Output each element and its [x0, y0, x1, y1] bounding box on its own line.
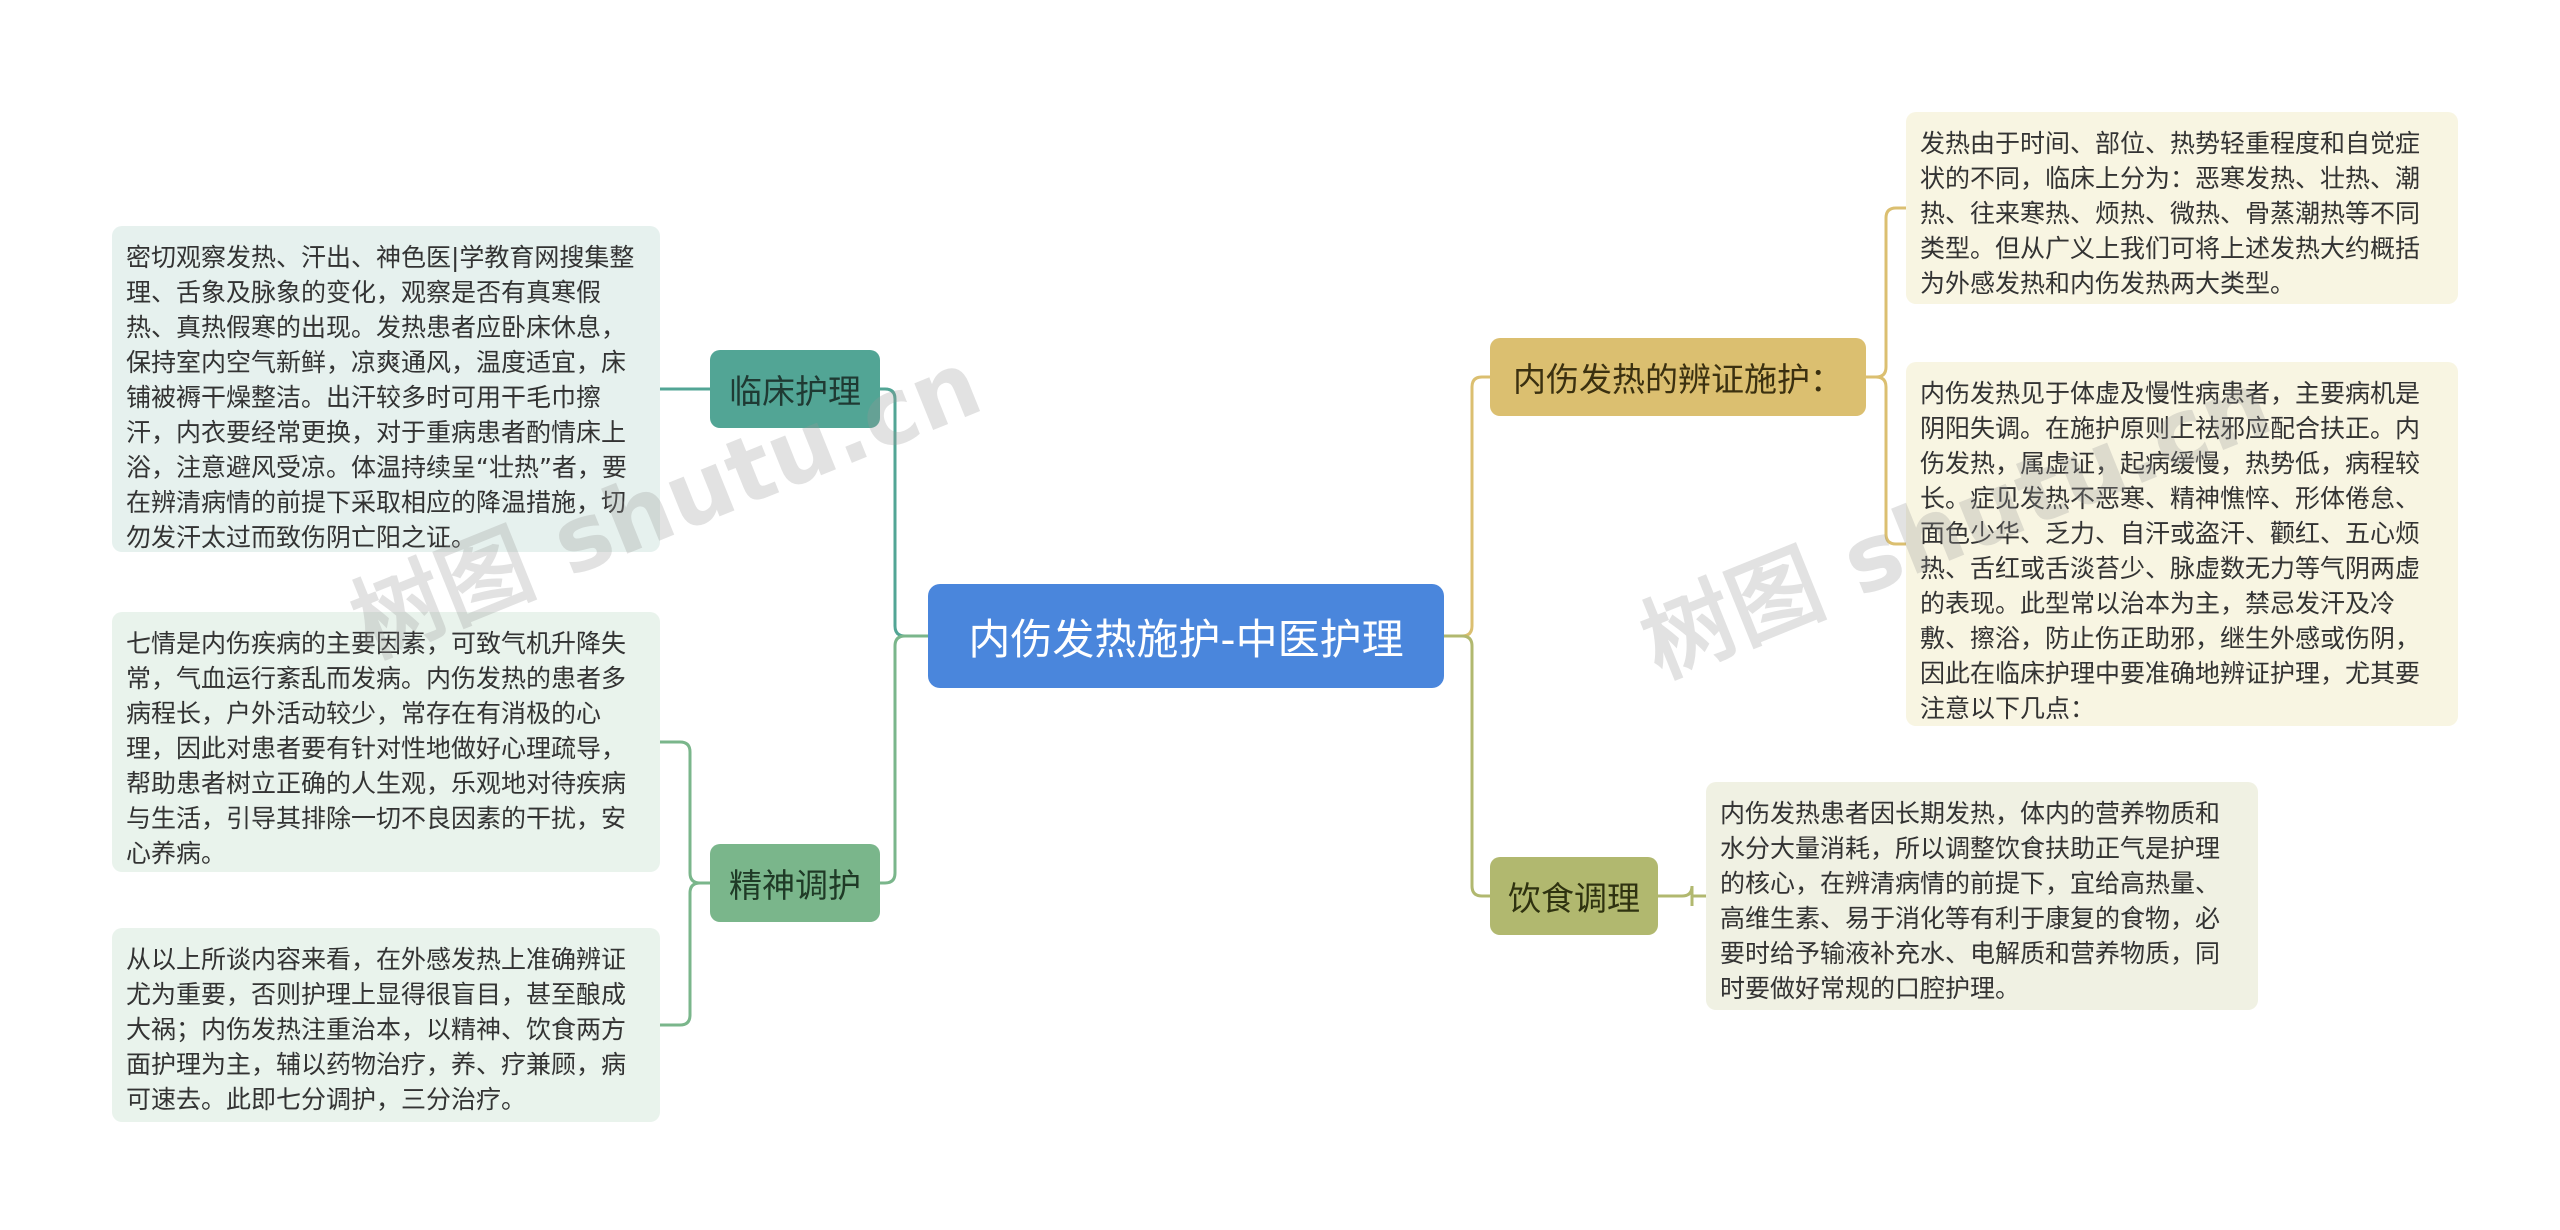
- note-jingshen-2[interactable]: 从以上所谈内容来看，在外感发热上准确辨证尤为重要，否则护理上显得很盲目，甚至酿成…: [112, 928, 660, 1122]
- connector-bianzheng-note2: [1866, 375, 1906, 546]
- note-bianzheng-1[interactable]: 发热由于时间、部位、热势轻重程度和自觉症状的不同，临床上分为：恶寒发热、壮热、潮…: [1906, 112, 2458, 304]
- branch-label: 临床护理: [729, 372, 861, 411]
- note-jingshen-1[interactable]: 七情是内伤疾病的主要因素，可致气机升降失常，气血运行紊乱而发病。内伤发热的患者多…: [112, 612, 660, 872]
- connector-root-yinshi: [1444, 634, 1490, 898]
- branch-label: 精神调护: [729, 866, 861, 905]
- connector-jingshen-note1: [660, 740, 710, 885]
- branch-label: 内伤发热的辨证施护：: [1513, 360, 1843, 399]
- branch-yinshi-tiaoli[interactable]: 饮食调理: [1490, 857, 1658, 935]
- connector-bianzheng-note1: [1866, 206, 1906, 379]
- connector-root-jingshen: [880, 634, 928, 885]
- branch-jingshen-tiaohu[interactable]: 精神调护: [710, 844, 880, 922]
- note-yinshi-1[interactable]: 内伤发热患者因长期发热，体内的营养物质和水分大量消耗，所以调整饮食扶助正气是护理…: [1706, 782, 2258, 1010]
- branch-label: 饮食调理: [1508, 879, 1640, 918]
- branch-bianzheng-shihu[interactable]: 内伤发热的辨证施护：: [1490, 338, 1866, 416]
- root-node[interactable]: 内伤发热施护-中医护理: [928, 584, 1444, 688]
- connector-root-bianzheng: [1444, 375, 1490, 638]
- connector-jingshen-note2: [660, 881, 710, 1027]
- note-linchuang-1[interactable]: 密切观察发热、汗出、神色医|学教育网搜集整理、舌象及脉象的变化，观察是否有真寒假…: [112, 226, 660, 552]
- note-bianzheng-2[interactable]: 内伤发热见于体虚及慢性病患者，主要病机是阴阳失调。在施护原则上祛邪应配合扶正。内…: [1906, 362, 2458, 726]
- branch-linchuang-huli[interactable]: 临床护理: [710, 350, 880, 428]
- root-label: 内伤发热施护-中医护理: [968, 614, 1404, 664]
- connector-yinshi-note: [1658, 885, 1706, 906]
